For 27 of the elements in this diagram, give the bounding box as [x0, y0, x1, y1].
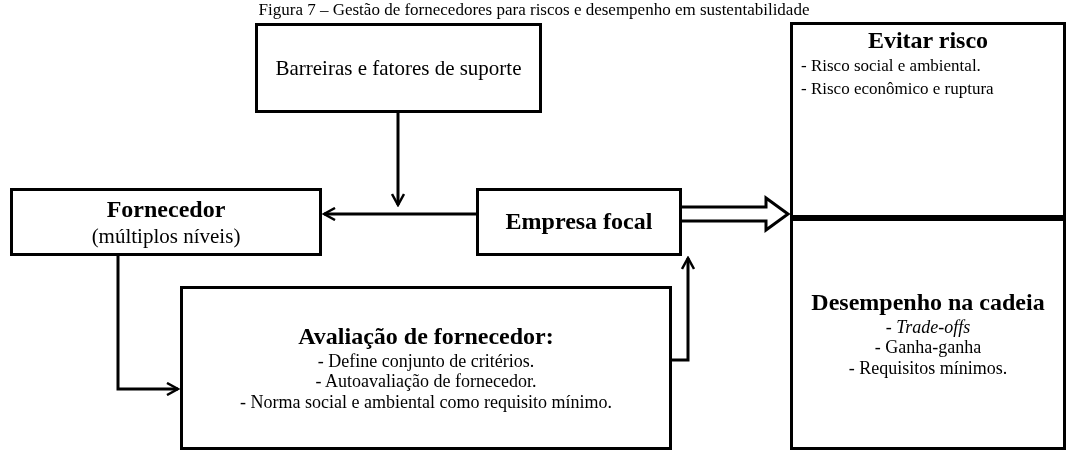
- process-box: [10, 188, 322, 256]
- arrow: [672, 256, 696, 362]
- box-text: - Ganha-ganha: [873, 337, 983, 359]
- box-text: (múltiplos níveis): [90, 223, 242, 248]
- box-heading: Desempenho na cadeia: [810, 289, 1046, 317]
- process-box: [476, 188, 682, 256]
- figure-title: Figura 7 – Gestão de fornecedores para riscos e desempenho em sustentabilidade: [257, 0, 811, 20]
- box-text: Barreiras e fatores de suporte: [274, 55, 523, 81]
- arrow: [390, 113, 406, 207]
- block-arrow: [680, 195, 791, 233]
- process-box: [180, 286, 672, 450]
- arrow: [322, 206, 476, 222]
- box-text: - Define conjunto de critérios.: [316, 350, 536, 372]
- box-text: - Requisitos mínimos.: [847, 358, 1009, 379]
- arrow: [116, 256, 180, 397]
- box-text: - Norma social e ambiental como requisito mínimo.: [239, 392, 613, 413]
- box-text: - Trade-offs: [884, 316, 972, 338]
- process-box: [790, 218, 1066, 450]
- box-text: - Risco econômico e ruptura: [801, 77, 995, 100]
- box-text: - Autoavaliação de fornecedor.: [314, 371, 538, 393]
- process-box: [255, 23, 542, 113]
- box-heading: Evitar risco: [866, 27, 990, 55]
- box-heading: Empresa focal: [504, 208, 654, 236]
- box-heading: Avaliação de fornecedor:: [297, 323, 555, 351]
- process-box: [790, 22, 1066, 220]
- box-heading: Fornecedor: [105, 196, 227, 224]
- box-text: - Risco social e ambiental.: [801, 54, 982, 77]
